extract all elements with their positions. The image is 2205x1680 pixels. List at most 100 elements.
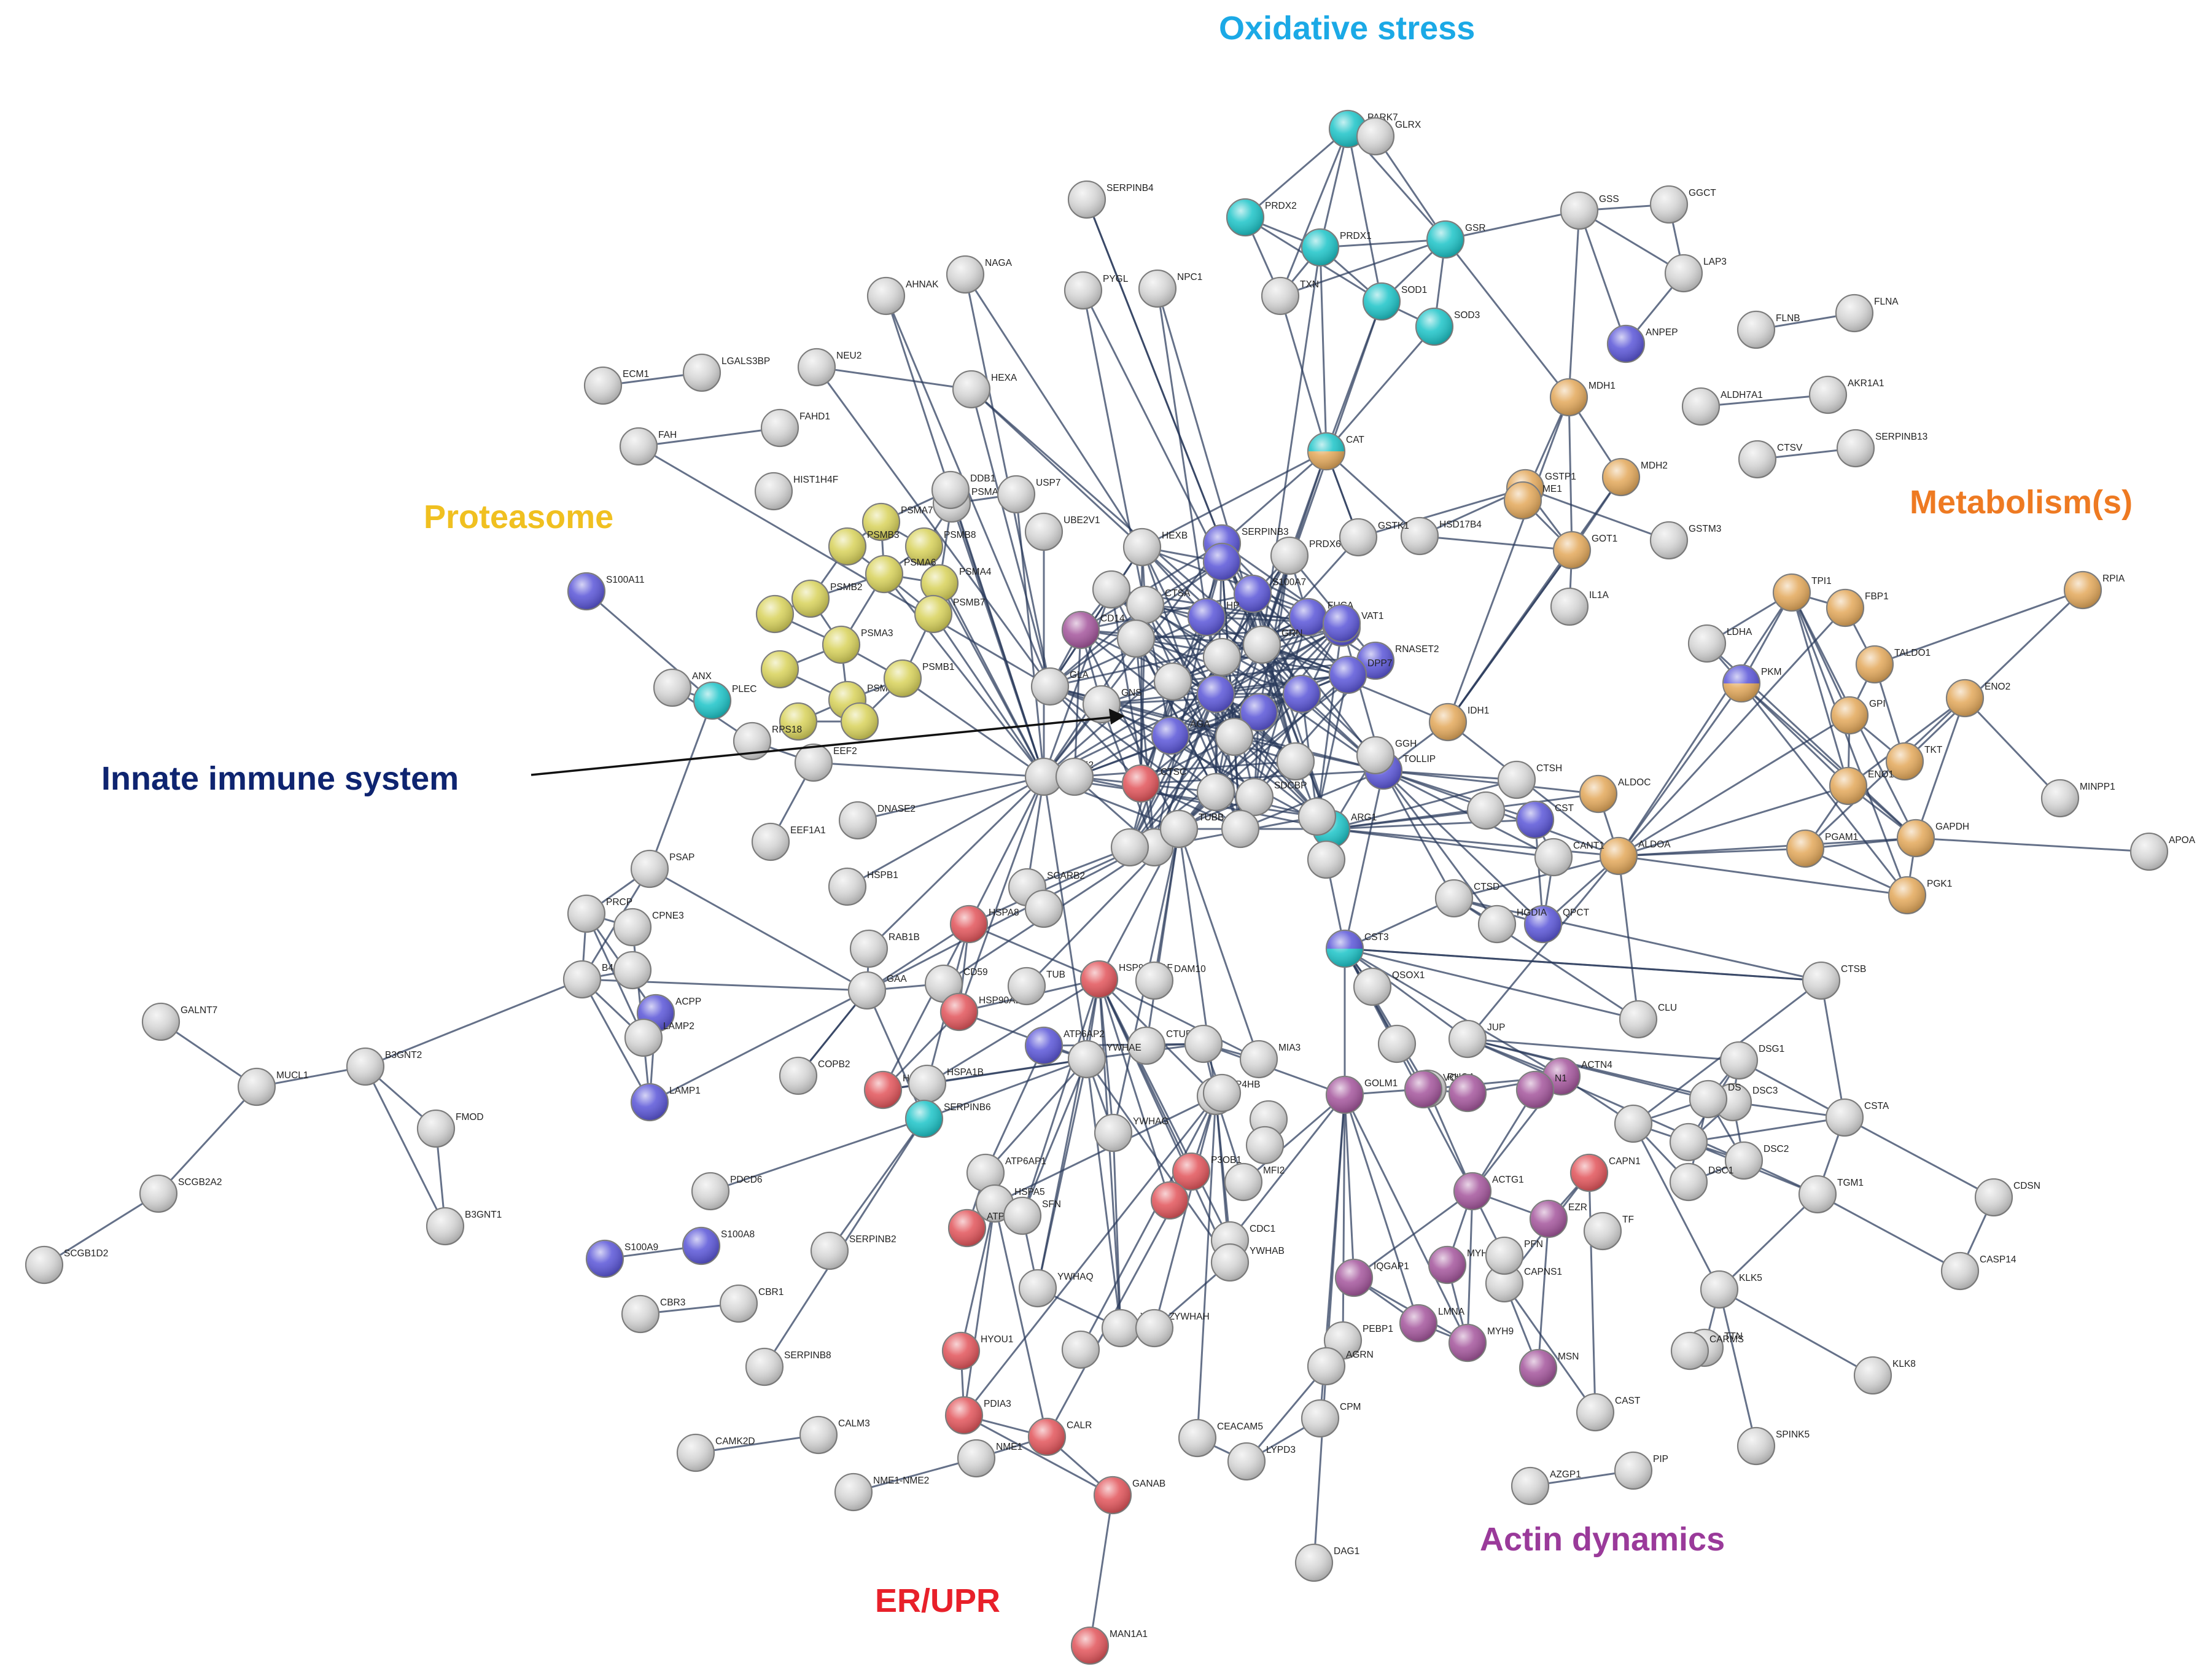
node-idh1[interactable]: IDH1 [1428, 702, 1489, 742]
node-s100a11[interactable]: S100A11 [567, 572, 645, 611]
node-hsd17b4[interactable]: HSD17B4 [1400, 516, 1482, 556]
node-lcn1[interactable] [1196, 772, 1235, 812]
node-x3[interactable] [1276, 742, 1315, 781]
node-x9[interactable] [1184, 1024, 1223, 1064]
node-lmna[interactable]: LMNA [1399, 1304, 1465, 1343]
node-ddb1[interactable]: DDB1 [931, 470, 995, 510]
node-cd59[interactable]: CD59 [924, 964, 988, 1003]
node-actn1[interactable]: N1 [1515, 1070, 1567, 1110]
node-lypd3[interactable]: LYPD3 [1227, 1442, 1296, 1481]
node-ywhab[interactable]: YWHAB [1210, 1243, 1285, 1282]
node-s100a9[interactable]: S100A9 [585, 1239, 658, 1278]
node-capns1[interactable]: CAPNS1 [1485, 1264, 1562, 1303]
node-lamp2[interactable]: LAMP2 [624, 1018, 694, 1057]
node-cat[interactable]: CAT [1307, 432, 1364, 471]
node-csta[interactable]: CSTA [1825, 1098, 1889, 1137]
node-serpinb6[interactable]: SERPINB6 [904, 1099, 991, 1138]
node-psma6[interactable]: PSMA6 [865, 554, 936, 594]
node-mdh1[interactable]: MDH1 [1549, 378, 1616, 417]
node-ldha[interactable]: LDHA [1687, 624, 1752, 663]
node-anxa1[interactable]: ANX [653, 668, 712, 707]
node-x8[interactable] [1307, 840, 1346, 879]
node-orm1[interactable] [1239, 693, 1278, 732]
node-ctsc[interactable]: CTSC [1121, 764, 1186, 803]
node-b3gnt2[interactable]: B3GNT2 [346, 1047, 422, 1086]
node-tcn1[interactable] [1116, 619, 1156, 658]
node-gss[interactable]: GSS [1560, 191, 1619, 230]
node-psma4[interactable]: PSMA4 [920, 564, 992, 603]
node-carms[interactable]: CARMS [1670, 1331, 1744, 1371]
node-me1[interactable]: ME1 [1503, 481, 1562, 520]
node-serpinb2[interactable]: SERPINB2 [810, 1231, 896, 1270]
node-pygl[interactable]: PYGL [1064, 271, 1129, 310]
node-lgmn[interactable] [1202, 637, 1242, 677]
node-b4galt1[interactable]: B4GAL [562, 960, 632, 999]
node-hspb1[interactable]: HSPB1 [828, 867, 898, 906]
node-gstk1[interactable]: GSTK1 [1339, 518, 1409, 557]
node-pgk1[interactable]: PGK1 [1888, 876, 1952, 915]
node-got1[interactable]: GOT1 [1552, 531, 1617, 570]
node-x2[interactable] [1110, 828, 1149, 867]
node-qsox1[interactable]: QSOX1 [1353, 967, 1425, 1006]
node-hexb[interactable]: HEXB [1122, 527, 1188, 567]
node-pfn1[interactable]: PFN [1485, 1236, 1543, 1275]
node-rab1b[interactable]: RAB1B [849, 929, 920, 968]
node-hyou1[interactable]: HYOU1 [941, 1331, 1013, 1371]
node-neu2[interactable]: NEU2 [797, 348, 861, 387]
node-gla[interactable]: GLA [1030, 667, 1089, 706]
node-actb[interactable] [1448, 1073, 1487, 1113]
node-fah[interactable]: FAH [619, 427, 677, 466]
node-psmb1[interactable]: PSMB1 [883, 659, 955, 698]
node-qpct[interactable]: QPCT [1523, 904, 1590, 944]
node-flna[interactable]: FLNA [1835, 294, 1899, 333]
node-manba[interactable] [1221, 809, 1260, 849]
node-gstm3[interactable]: GSTM3 [1649, 521, 1721, 560]
node-clu[interactable]: CLU [1619, 1000, 1677, 1039]
node-spink5[interactable]: SPINK5 [1736, 1426, 1810, 1466]
node-nme1[interactable]: NME1 [957, 1439, 1022, 1478]
node-mdh2[interactable]: MDH2 [1601, 457, 1668, 497]
node-prdx2[interactable]: PRDX2 [1226, 198, 1297, 237]
node-aldoc[interactable]: ALDOC [1579, 774, 1651, 814]
node-il1a[interactable]: IL1A [1550, 587, 1609, 626]
node-prcp[interactable]: PRCP [567, 894, 632, 933]
node-ctsa[interactable]: CTSA [1126, 585, 1191, 624]
node-ywhag[interactable]: YWHAG [1094, 1113, 1169, 1153]
node-klk8[interactable]: KLK8 [1853, 1356, 1916, 1395]
node-sdcbp[interactable]: SDCBP [1235, 777, 1307, 817]
node-ceacam5[interactable]: CEACAM5 [1178, 1418, 1263, 1458]
node-psap[interactable]: PSAP [630, 849, 694, 889]
node-ctsd[interactable]: CTSD [1434, 879, 1499, 918]
node-akr1a1[interactable]: AKR1A1 [1808, 375, 1884, 414]
node-adam10[interactable]: DAM10 [1135, 961, 1206, 1000]
node-calm3[interactable]: CALM3 [799, 1415, 870, 1455]
node-x14[interactable] [1061, 1330, 1100, 1369]
node-ggh[interactable]: GGH [1356, 736, 1417, 775]
node-ctsz[interactable] [1282, 674, 1321, 714]
node-scgb1d2[interactable]: SCGB1D2 [25, 1245, 108, 1285]
node-cant1[interactable]: CANT1 [1534, 838, 1604, 877]
node-atp6ap1[interactable]: ATP6AP1 [966, 1153, 1046, 1192]
node-psma1[interactable] [760, 650, 799, 689]
node-dnase2[interactable]: DNASE2 [838, 801, 916, 840]
node-hist1h4f[interactable]: HIST1H4F [754, 472, 838, 511]
node-mucl1[interactable]: MUCL1 [237, 1067, 309, 1106]
node-camk2d[interactable]: CAMK2D [676, 1433, 755, 1472]
node-sod3[interactable]: SOD3 [1415, 307, 1480, 346]
node-vcl[interactable]: VCL [1404, 1070, 1462, 1109]
node-iqgap1[interactable]: IQGAP1 [1334, 1258, 1409, 1297]
node-aldh7a1[interactable]: ALDH7A1 [1681, 387, 1763, 426]
node-pip[interactable]: PIP [1614, 1451, 1668, 1490]
node-txn[interactable]: TXN [1261, 276, 1319, 316]
node-s100a8[interactable]: S100A8 [682, 1226, 755, 1266]
node-x1[interactable] [1055, 757, 1094, 796]
node-tpi1[interactable]: TPI1 [1772, 573, 1832, 612]
node-myh14[interactable]: MYH14 [1428, 1245, 1499, 1285]
node-anpep[interactable]: ANPEP [1606, 324, 1678, 364]
node-cpne3[interactable]: CPNE3 [613, 908, 684, 947]
node-mfi2[interactable]: MFI2 [1224, 1162, 1285, 1202]
node-pkm[interactable]: PKM [1722, 664, 1782, 703]
node-sod1[interactable]: SOD1 [1362, 282, 1427, 321]
node-tuba1b[interactable]: TUB [1007, 966, 1065, 1006]
node-nme1-nme2[interactable]: NME1-NME2 [834, 1472, 929, 1512]
